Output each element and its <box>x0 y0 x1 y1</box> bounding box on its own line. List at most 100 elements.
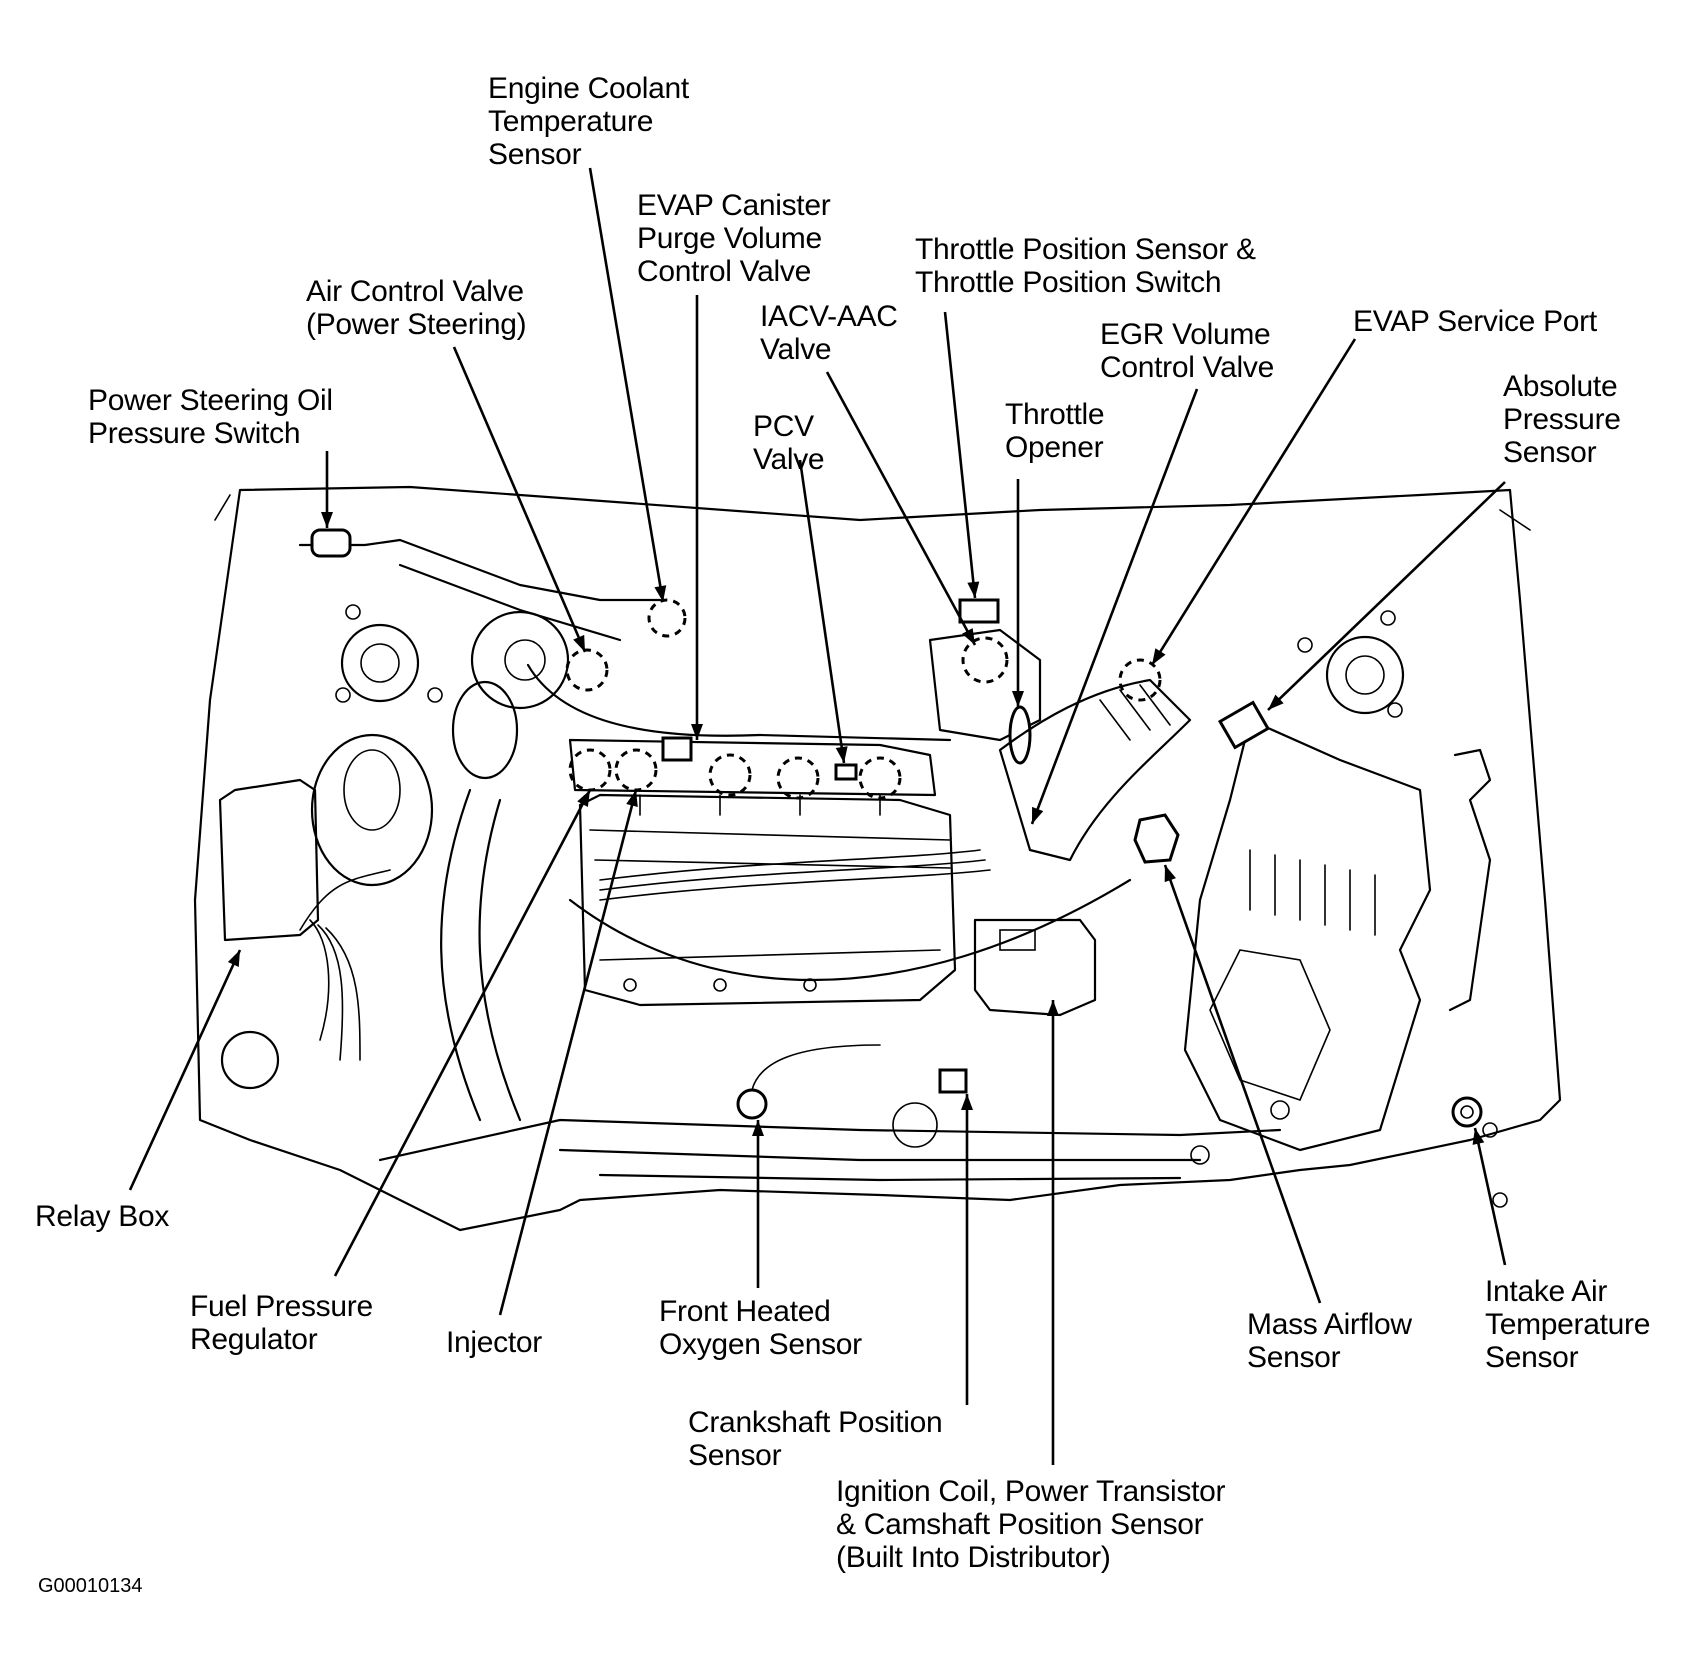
duct-rib <box>1099 684 1171 741</box>
label-line: EVAP Service Port <box>1353 305 1597 338</box>
crankshaft-sensor-body <box>938 1068 968 1094</box>
spark-plug-wires <box>599 849 991 901</box>
iacv-aac-arrowhead-icon <box>962 628 975 645</box>
label-line: Pressure Switch <box>88 417 301 450</box>
distributor-cap <box>999 929 1036 951</box>
label-line: Control Valve <box>637 255 811 288</box>
label-line: Air Control Valve <box>306 275 524 308</box>
air-cleaner-box <box>1183 718 1432 1152</box>
label-line: Valve <box>753 443 825 476</box>
label-engine-coolant-temperature-sensor: Engine Coolant Temperature Sensor <box>488 72 689 171</box>
label-line: Mass Airflow <box>1247 1308 1412 1341</box>
target-injector-3 <box>776 756 820 800</box>
label-line: Relay Box <box>35 1200 170 1233</box>
support-hole <box>892 1102 938 1148</box>
valve-cover <box>578 793 957 1007</box>
label-line: Ignition Coil, Power Transistor <box>836 1475 1226 1508</box>
power-steering-hose <box>298 538 662 602</box>
leader-throttle-position-sensor <box>943 311 977 599</box>
bolt <box>427 687 443 703</box>
label-line: EVAP Canister <box>637 189 831 222</box>
relay-box-drawing <box>218 778 320 942</box>
evap-purge-valve-arrowhead-icon <box>691 724 703 740</box>
rail-stub <box>639 794 881 816</box>
bolt <box>345 604 361 620</box>
air-cleaner-panel <box>1209 949 1331 1101</box>
leader-fuel-pressure-regulator <box>333 789 592 1277</box>
maf-sensor-body <box>1133 813 1180 864</box>
bolt <box>1297 637 1313 653</box>
label-line: PCV <box>753 410 814 443</box>
air-control-valve-arrowhead-icon <box>573 634 585 652</box>
label-evap-service-port: EVAP Service Port <box>1353 305 1597 338</box>
bolt <box>1492 1192 1508 1208</box>
radiator-support <box>378 1118 1282 1182</box>
intake-air-temp-sensor-body <box>1451 1096 1483 1128</box>
target-injector-4 <box>858 756 902 800</box>
air-cleaner-rib <box>1249 849 1376 936</box>
leader-engine-coolant-temp <box>588 167 665 603</box>
throttle-position-sensor-arrowhead-icon <box>967 581 980 598</box>
o2-wire <box>751 1044 881 1091</box>
cover-bolt <box>713 978 727 992</box>
label-crankshaft-position-sensor: Crankshaft Position Sensor <box>688 1406 943 1472</box>
support-hole <box>1190 1145 1210 1165</box>
label-air-control-valve: Air Control Valve (Power Steering) <box>306 275 527 341</box>
label-egr-volume-control-valve: EGR Volume Control Valve <box>1100 318 1274 384</box>
coolant-hose <box>440 788 522 1122</box>
label-power-steering-oil-pressure-switch: Power Steering Oil Pressure Switch <box>88 384 333 450</box>
leader-lines <box>128 167 1507 1465</box>
body-outline-left <box>193 485 1562 1232</box>
mass-airflow-arrowhead-icon <box>1164 865 1176 883</box>
label-line: EGR Volume <box>1100 318 1271 351</box>
bolt <box>1387 702 1403 718</box>
leader-mass-airflow <box>1163 864 1322 1304</box>
ps-hose <box>526 663 952 742</box>
label-evap-canister-purge-volume-control-valve: EVAP Canister Purge Volume Control Valve <box>637 189 831 288</box>
vacuum-hose <box>568 878 1132 982</box>
front-o2-sensor-arrowhead-icon <box>752 1120 764 1136</box>
label-ignition-coil-distributor: Ignition Coil, Power Transistor & Camsha… <box>836 1475 1226 1574</box>
pcv-valve-body <box>834 763 858 781</box>
leader-absolute-pressure <box>1267 481 1506 711</box>
target-injector-2 <box>708 753 752 797</box>
left-strut-tower <box>340 623 420 703</box>
label-line: (Built Into Distributor) <box>836 1541 1111 1574</box>
label-intake-air-temperature-sensor: Intake Air Temperature Sensor <box>1485 1275 1650 1374</box>
oil-filter <box>310 733 434 887</box>
harness <box>299 869 391 1061</box>
tps-body <box>958 598 1000 624</box>
target-iacv-aac <box>961 636 1009 684</box>
right-strut-tower <box>1325 635 1405 715</box>
engine-bay-drawing <box>193 485 1562 1232</box>
label-line: Sensor <box>1247 1341 1341 1374</box>
body-inner-line <box>214 494 1531 531</box>
leader-iacv-aac <box>825 371 977 646</box>
fuel-pressure-regulator-arrowhead-icon <box>577 790 590 807</box>
label-line: Temperature <box>488 105 654 138</box>
label-line: Sensor <box>1503 436 1597 469</box>
label-fuel-pressure-regulator: Fuel Pressure Regulator <box>190 1290 373 1356</box>
label-line: Throttle Position Switch <box>915 266 1222 299</box>
label-line: Power Steering Oil <box>88 384 333 417</box>
label-injector: Injector <box>446 1326 542 1359</box>
label-line: Sensor <box>688 1439 782 1472</box>
label-line: Control Valve <box>1100 351 1274 384</box>
engine-coolant-temp-arrowhead-icon <box>654 585 667 602</box>
power-steering-switch-arrowhead-icon <box>321 512 333 528</box>
ps-switch-body <box>310 528 352 558</box>
left-ball-joint <box>220 1030 280 1090</box>
label-line: Opener <box>1005 431 1104 464</box>
reservoir <box>451 680 519 780</box>
label-line: Throttle <box>1005 398 1105 431</box>
label-absolute-pressure-sensor: Absolute Pressure Sensor <box>1503 370 1621 469</box>
bolt <box>335 687 351 703</box>
target-evap-service-port <box>1118 658 1162 702</box>
label-line: Oxygen Sensor <box>659 1328 862 1361</box>
label-line: Purge Volume <box>637 222 822 255</box>
target-injector-1 <box>614 748 658 792</box>
leader-intake-air-temp <box>1473 1127 1507 1266</box>
oil-filter-cap <box>343 749 401 831</box>
label-line: & Camshaft Position Sensor <box>836 1508 1204 1541</box>
label-front-heated-oxygen-sensor: Front Heated Oxygen Sensor <box>659 1295 862 1361</box>
